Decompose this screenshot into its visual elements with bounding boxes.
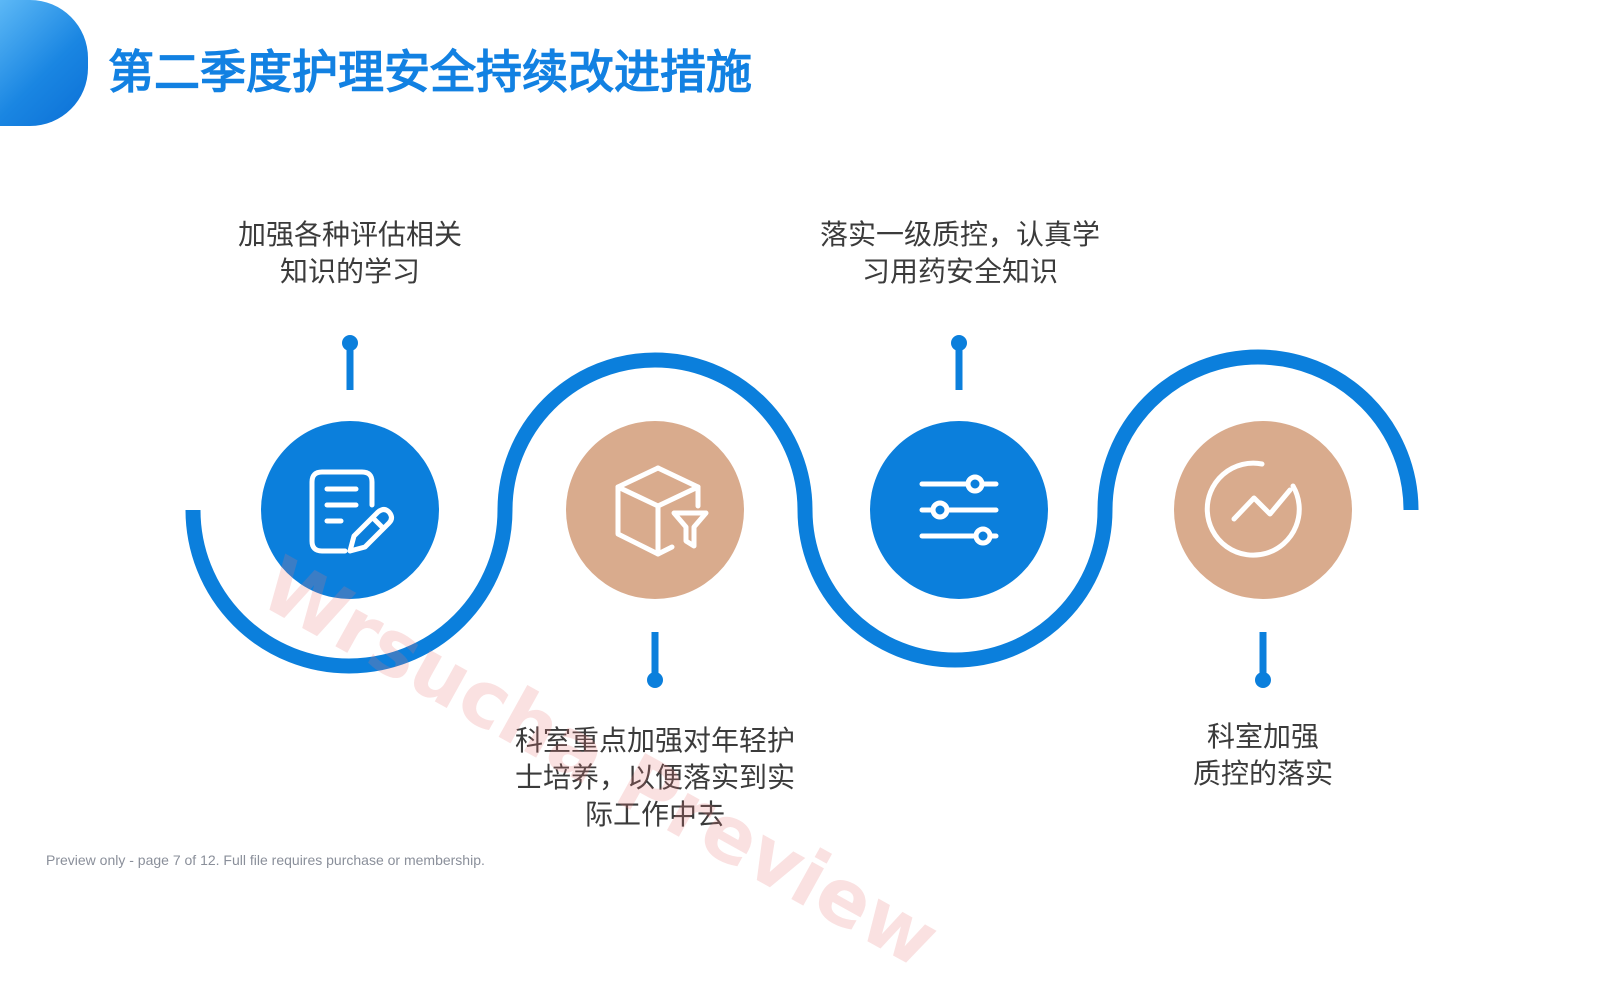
step-label-4-line-2: 质控的落实 xyxy=(1192,757,1333,790)
step-circle-1 xyxy=(261,421,439,599)
step-label-2: 科室重点加强对年轻护 士培养，以便落实到实 际工作中去 xyxy=(480,722,830,833)
step-label-4-line-1: 科室加强 xyxy=(1206,720,1319,753)
step-circle-2 xyxy=(566,421,744,599)
step-label-1-line-2: 知识的学习 xyxy=(279,255,420,288)
corner-accent xyxy=(0,0,88,126)
step-label-1-line-1: 加强各种评估相关 xyxy=(237,218,462,251)
step-label-3: 落实一级质控，认真学 习用药安全知识 xyxy=(790,216,1130,290)
step-label-3-line-2: 习用药安全知识 xyxy=(861,255,1058,288)
step-label-4: 科室加强 质控的落实 xyxy=(1143,718,1383,792)
process-wave-graphic xyxy=(185,335,1419,688)
footer-note: Preview only - page 7 of 12. Full file r… xyxy=(46,852,485,868)
connector-pin-4 xyxy=(1255,632,1271,688)
note-edit-icon xyxy=(309,469,394,554)
step-label-2-line-3: 际工作中去 xyxy=(584,798,725,831)
trend-chart-icon xyxy=(1204,460,1302,558)
box-filter-icon xyxy=(615,465,709,557)
sliders-icon xyxy=(919,474,999,546)
step-label-1: 加强各种评估相关 知识的学习 xyxy=(200,216,500,290)
connector-pin-3 xyxy=(951,335,967,390)
wave-line xyxy=(185,349,1419,674)
step-label-3-line-1: 落实一级质控，认真学 xyxy=(819,218,1100,251)
page-title: 第二季度护理安全持续改进措施 xyxy=(108,45,752,99)
step-label-2-line-2: 士培养，以便落实到实 xyxy=(514,761,795,794)
connector-pin-1 xyxy=(342,335,358,390)
connector-pin-2 xyxy=(647,632,663,688)
step-label-2-line-1: 科室重点加强对年轻护 xyxy=(514,724,795,757)
